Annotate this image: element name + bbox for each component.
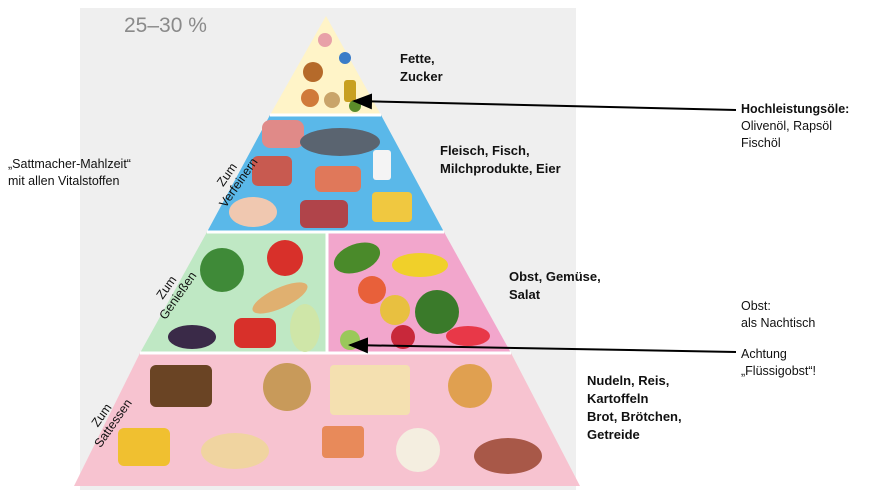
- food-bread-loaf-icon: [150, 365, 212, 407]
- note-oils: Hochleistungsöle: Olivenöl, Rapsöl Fisch…: [741, 101, 849, 152]
- food-lettuce-icon: [290, 304, 320, 352]
- food-banana-icon: [392, 253, 448, 277]
- food-chicken-icon: [229, 197, 277, 227]
- food-tomatoes-icon: [267, 240, 303, 276]
- food-candy-icon: [339, 52, 351, 64]
- food-pasta-icon: [118, 428, 170, 466]
- fat-percentage: 25–30 %: [124, 14, 207, 38]
- note-obst: Obst: als Nachtisch: [741, 298, 815, 332]
- level-label-produce: Obst, Gemüse, Salat: [509, 268, 601, 304]
- food-watermelon-slice-icon: [446, 326, 490, 346]
- food-peach-icon: [358, 276, 386, 304]
- food-cereal-bowl-icon: [263, 363, 311, 411]
- food-watermelon-icon: [415, 290, 459, 334]
- food-milk-icon: [373, 150, 391, 180]
- food-sliced-bread-icon: [201, 433, 269, 469]
- arrow-oils: [354, 101, 736, 110]
- food-bread-rolls-icon: [448, 364, 492, 408]
- food-pretzel-icon: [303, 62, 323, 82]
- food-cheese-icon: [372, 192, 412, 222]
- food-melon-icon: [380, 295, 410, 325]
- food-cabbage-icon: [200, 248, 244, 292]
- food-steak-icon: [300, 200, 348, 228]
- level-label-grains: Nudeln, Reis, Kartoffeln Brot, Brötchen,…: [587, 372, 682, 444]
- food-icecream-icon: [318, 33, 332, 47]
- food-grapes-icon: [340, 330, 360, 350]
- food-eggplant-icon: [168, 325, 216, 349]
- food-fish-icon: [300, 128, 380, 156]
- food-pasta-shapes-icon: [330, 365, 410, 415]
- food-oil-bottle-icon: [344, 80, 356, 102]
- food-rice-bowl-icon: [396, 428, 440, 472]
- food-pizza-icon: [322, 426, 364, 458]
- note-sattmacher: „Sattmacher-Mahlzeit“ mit allen Vitalsto…: [8, 156, 131, 190]
- food-meat-icon: [252, 156, 292, 186]
- food-salmon-icon: [315, 166, 361, 192]
- food-potatoes-icon: [474, 438, 542, 474]
- food-peppers-icon: [234, 318, 276, 348]
- level-label-fats: Fette, Zucker: [400, 50, 443, 86]
- level-label-protein: Fleisch, Fisch, Milchprodukte, Eier: [440, 142, 561, 178]
- food-sweets-icon: [301, 89, 319, 107]
- food-sausage-icon: [262, 120, 304, 148]
- food-cookie-icon: [324, 92, 340, 108]
- note-achtung: Achtung „Flüssigobst“!: [741, 346, 816, 380]
